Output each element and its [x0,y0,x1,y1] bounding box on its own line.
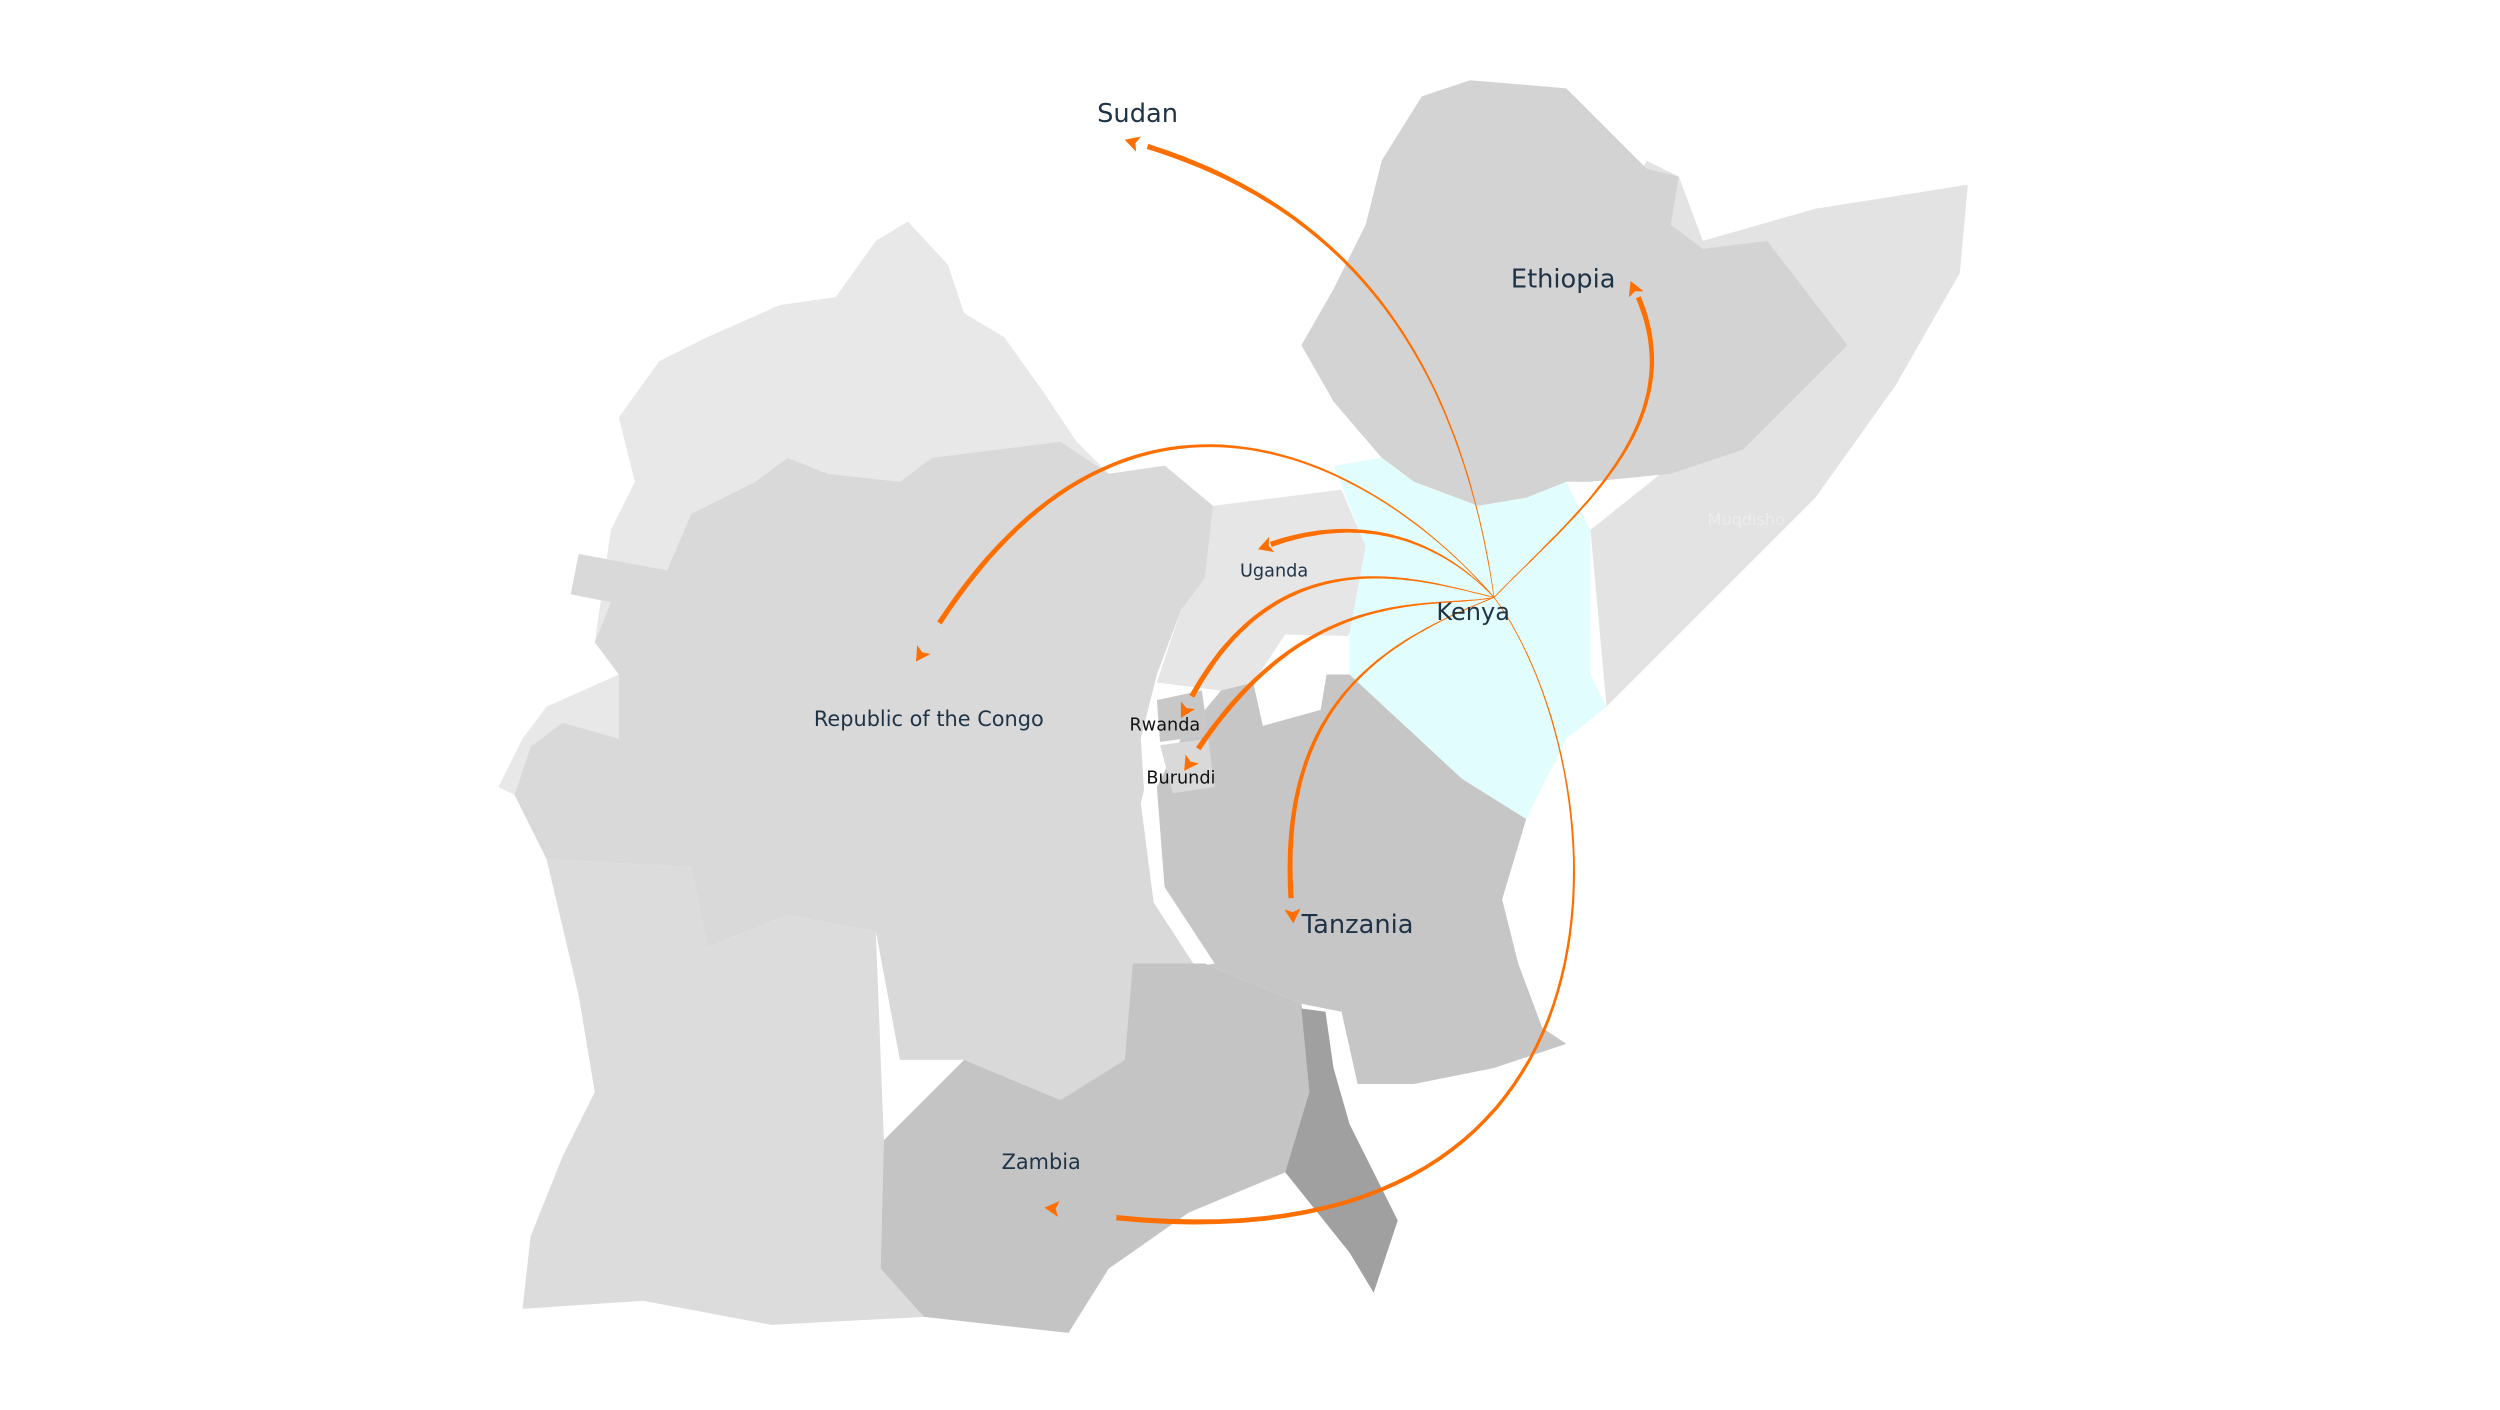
country-car-gabon [498,221,1350,795]
arrowhead-icon [1124,136,1141,152]
country-ethiopia [1301,80,1848,506]
arrowhead-icon [915,645,931,662]
label-burundi: Burundi [1146,769,1215,789]
arrowhead-icon [1180,701,1195,718]
arrowhead-icon [1184,754,1199,771]
arrowhead-icon [1044,1201,1060,1218]
label-sudan: Sudan [1097,99,1178,129]
arrowhead-icon [1258,536,1275,553]
lake-tanganyika [1140,783,1215,967]
label-tanzania: Tanzania [1301,910,1414,940]
country-kenya [1333,457,1607,820]
flow-arc-sudan [1146,143,1495,598]
label-congo: Republic of the Congo [814,707,1044,731]
arrowhead-icon [1628,281,1644,298]
lake-victoria [1253,634,1347,726]
label-zambia: Zambia [1002,1150,1081,1174]
arrowhead-icon [1284,908,1301,924]
country-zambia [880,963,1318,1333]
label-uganda: Uganda [1240,562,1308,582]
country-tanzania [1156,674,1567,1084]
flow-arc-zambia [1116,597,1576,1225]
flow-arc-uganda [1269,528,1495,598]
label-rwanda: Rwanda [1130,716,1201,736]
label-kenya: Kenya [1436,598,1510,626]
label-ethiopia: Ethiopia [1511,264,1616,294]
country-angola [522,859,924,1325]
country-drc [514,441,1214,1101]
label-muqdisho: Muqdisho [1708,510,1785,529]
country-malawi [1285,1008,1398,1293]
